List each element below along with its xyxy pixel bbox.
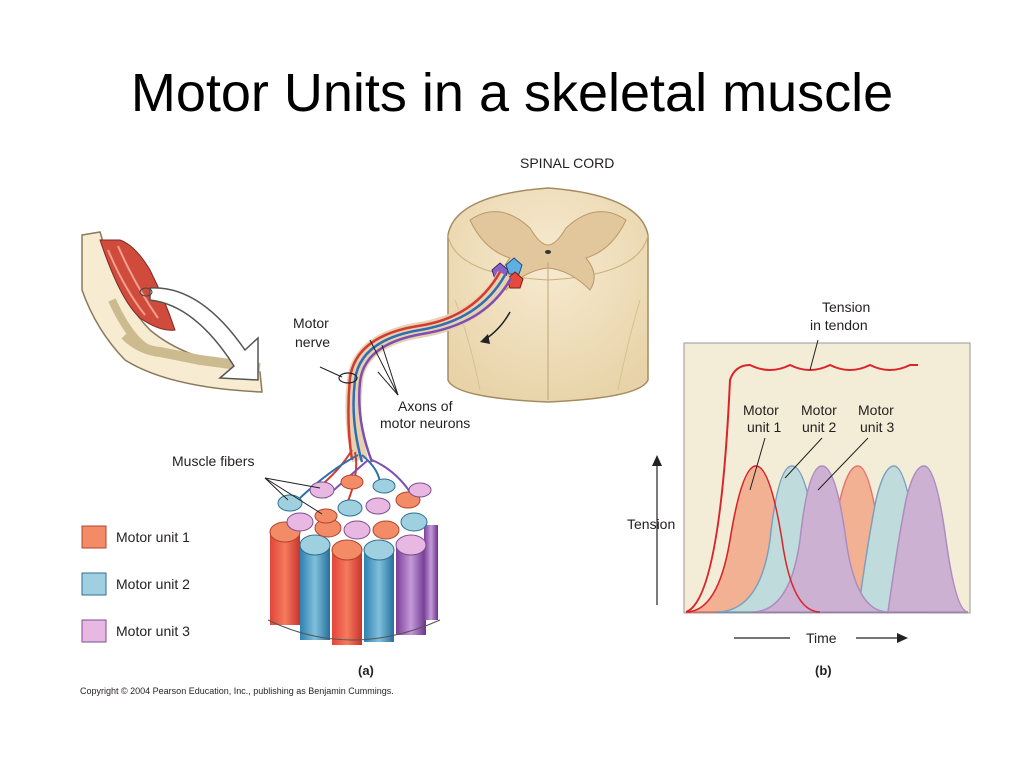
- unit1-label-2: unit 1: [747, 419, 781, 435]
- spinal-cord-label: SPINAL CORD: [520, 155, 614, 171]
- unit2-label-1: Motor: [801, 402, 837, 418]
- unit3-label-1: Motor: [858, 402, 894, 418]
- legend-swatch-unit-2: [81, 572, 107, 596]
- legend-label-unit-2: Motor unit 2: [116, 576, 190, 592]
- spinal-cord: [447, 187, 649, 403]
- legend-label-unit-3: Motor unit 3: [116, 623, 190, 639]
- unit2-label-2: unit 2: [802, 419, 836, 435]
- tension-in-tendon-label-1: Tension: [822, 299, 870, 315]
- axons-label-1: Axons of: [398, 398, 453, 414]
- tension-graph: [652, 339, 971, 643]
- time-axis-label: Time: [806, 630, 837, 646]
- unit3-tension-curve: [751, 465, 969, 613]
- legend-swatch-unit-1: [81, 525, 107, 549]
- legend-swatch-unit-3: [81, 619, 107, 643]
- motor-nerve-label-2: nerve: [295, 334, 330, 350]
- tension-axis-label: Tension: [627, 516, 675, 532]
- muscle-fiber-bundle: [267, 474, 441, 645]
- unit1-label-1: Motor: [743, 402, 779, 418]
- copyright-notice: Copyright © 2004 Pearson Education, Inc.…: [80, 686, 394, 696]
- legend: Motor unit 1 Motor unit 2 Motor unit 3: [81, 525, 190, 643]
- motor-nerve-label-1: Motor: [293, 315, 329, 331]
- slide-title: Motor Units in a skeletal muscle: [130, 63, 894, 123]
- axons-label-2: motor neurons: [380, 415, 470, 431]
- caption-a: (a): [358, 663, 374, 678]
- unit3-label-2: unit 3: [860, 419, 894, 435]
- legend-label-unit-1: Motor unit 1: [116, 529, 190, 545]
- caption-b: (b): [815, 663, 832, 678]
- arm-illustration: [81, 231, 263, 393]
- tendon-tension-line: [685, 363, 918, 613]
- muscle-fibers-label: Muscle fibers: [172, 453, 254, 469]
- tension-in-tendon-label-2: in tendon: [810, 317, 868, 333]
